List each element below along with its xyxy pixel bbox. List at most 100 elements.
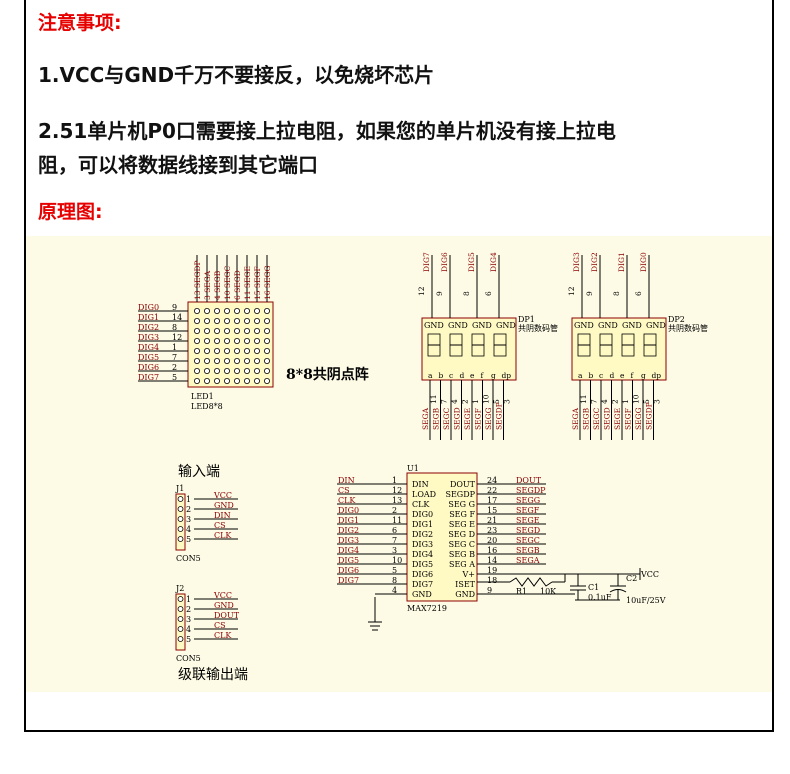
ic-right-label: SEG G <box>448 500 475 509</box>
led-dot <box>253 377 260 384</box>
display-digit-pin: 12 <box>417 286 426 296</box>
matrix-caption: 8*8共阴点阵 <box>286 366 369 383</box>
segment-pin: 7 <box>440 399 449 404</box>
segment-net: SEGA <box>571 407 580 430</box>
c2-value: 10uF/25V <box>626 596 666 605</box>
led-dot <box>263 357 270 364</box>
segment-pin: 1 <box>621 399 630 404</box>
led-dot <box>253 337 260 344</box>
led-dot <box>243 367 250 374</box>
segment-pin: 1 <box>471 399 480 404</box>
ic-right-pin: 24 <box>487 476 497 485</box>
connector-pin-number: 3 <box>186 515 191 524</box>
led-dot <box>243 327 250 334</box>
j1-part: CON5 <box>176 554 201 563</box>
ic-left-label: DIG7 <box>412 580 433 589</box>
ic-right-label: SEG F <box>449 510 475 519</box>
matrix-row-pin: 9 <box>172 303 177 312</box>
segment-letter: c <box>449 371 453 380</box>
led-dot <box>203 357 210 364</box>
content-frame <box>24 0 774 732</box>
ic-right-net: SEGA <box>516 556 540 565</box>
matrix-row-pin: 8 <box>172 323 177 332</box>
segment-letter: a <box>428 371 433 380</box>
ic-right-label: ISET <box>455 580 475 589</box>
ic-right-label: SEG C <box>449 540 475 549</box>
connector-pin <box>177 496 184 502</box>
r1-value: 10K <box>540 587 557 596</box>
matrix-row-net: DIG5 <box>138 353 159 362</box>
connector-pin <box>177 636 184 642</box>
ic-right-net: SEGC <box>516 536 540 545</box>
segment-net: SEGDP <box>495 402 504 430</box>
segment-letter: g <box>641 371 646 380</box>
ic-right-label: SEGDP <box>445 490 475 499</box>
led-dot <box>253 307 260 314</box>
led-dot <box>213 377 220 384</box>
led-dot <box>263 367 270 374</box>
matrix-col-net: 6 SEGD <box>233 270 242 300</box>
matrix-row-net: DIG7 <box>138 373 159 382</box>
connector-net: VCC <box>213 591 232 600</box>
led-dot <box>223 337 230 344</box>
display-gnd-label: GND <box>496 321 516 330</box>
segment-pin: 11 <box>579 394 588 404</box>
ic-ref: U1 <box>407 464 419 473</box>
led-dot <box>263 347 270 354</box>
display-digit-net: DIG2 <box>590 252 599 272</box>
connector-net: VCC <box>213 491 232 500</box>
ic-part: MAX7219 <box>407 604 447 613</box>
led-dot <box>203 377 210 384</box>
connector-net: GND <box>214 501 234 510</box>
j2-part: CON5 <box>176 654 201 663</box>
segment-pin: 2 <box>461 399 470 404</box>
ic-left-net: CLK <box>338 496 356 505</box>
ic-left-net: CS <box>338 486 350 495</box>
ic-left-pin: 8 <box>392 576 397 585</box>
note-item-2-line-1: 2.51单片机P0口需要接上拉电阻，如果您的单片机没有接上拉电 <box>38 119 616 143</box>
ic-left-net: DIG6 <box>338 566 359 575</box>
matrix-row-net: DIG6 <box>138 363 159 372</box>
note-item-2-line-2: 阻，可以将数据线接到其它端口 <box>38 153 318 177</box>
segment-net: SEGF <box>474 408 483 430</box>
segment-pin: 11 <box>429 394 438 404</box>
ic-right-pin: 21 <box>487 516 497 525</box>
segment-letter: a <box>578 371 583 380</box>
led-dot <box>223 347 230 354</box>
display-digit-net: DIG7 <box>422 252 431 272</box>
led-dot <box>223 317 230 324</box>
r1-ref: R1 <box>516 587 527 596</box>
connector-pin <box>177 616 184 622</box>
matrix-col-net: 16 SEGG <box>263 265 272 300</box>
ic-left-label: DIG1 <box>412 520 433 529</box>
connector-net: CS <box>214 621 226 630</box>
ic-left-pin: 11 <box>392 516 402 525</box>
matrix-col-net: 11 SEGE <box>243 266 252 300</box>
display-digit-pin: 9 <box>435 291 444 296</box>
ic-right-pin: 18 <box>487 576 497 585</box>
ic-right-pin: 22 <box>487 486 497 495</box>
matrix-col-net: 13 SEGDP <box>193 260 202 300</box>
led-dot <box>213 337 220 344</box>
cascade-title: 级联输出端 <box>178 667 248 683</box>
connector-net: GND <box>214 601 234 610</box>
connector-net: CS <box>214 521 226 530</box>
segment-net: SEGE <box>613 408 622 430</box>
led-dot <box>203 327 210 334</box>
j2-ref: J2 <box>175 584 184 593</box>
ic-left-pin: 1 <box>392 476 397 485</box>
segment-net: SEGB <box>582 407 591 430</box>
segment-net: SEGE <box>463 408 472 430</box>
led-dot <box>263 337 270 344</box>
ic-right-label: GND <box>455 590 475 599</box>
led-dot <box>203 317 210 324</box>
led-dot <box>213 327 220 334</box>
led-dot <box>203 347 210 354</box>
ic-left-net: DIG1 <box>338 516 359 525</box>
display-digit-net: DIG6 <box>440 252 449 272</box>
matrix-col-net: 15 SEGF <box>253 266 262 300</box>
ic-left-net: DIG3 <box>338 536 359 545</box>
led-dot <box>213 367 220 374</box>
